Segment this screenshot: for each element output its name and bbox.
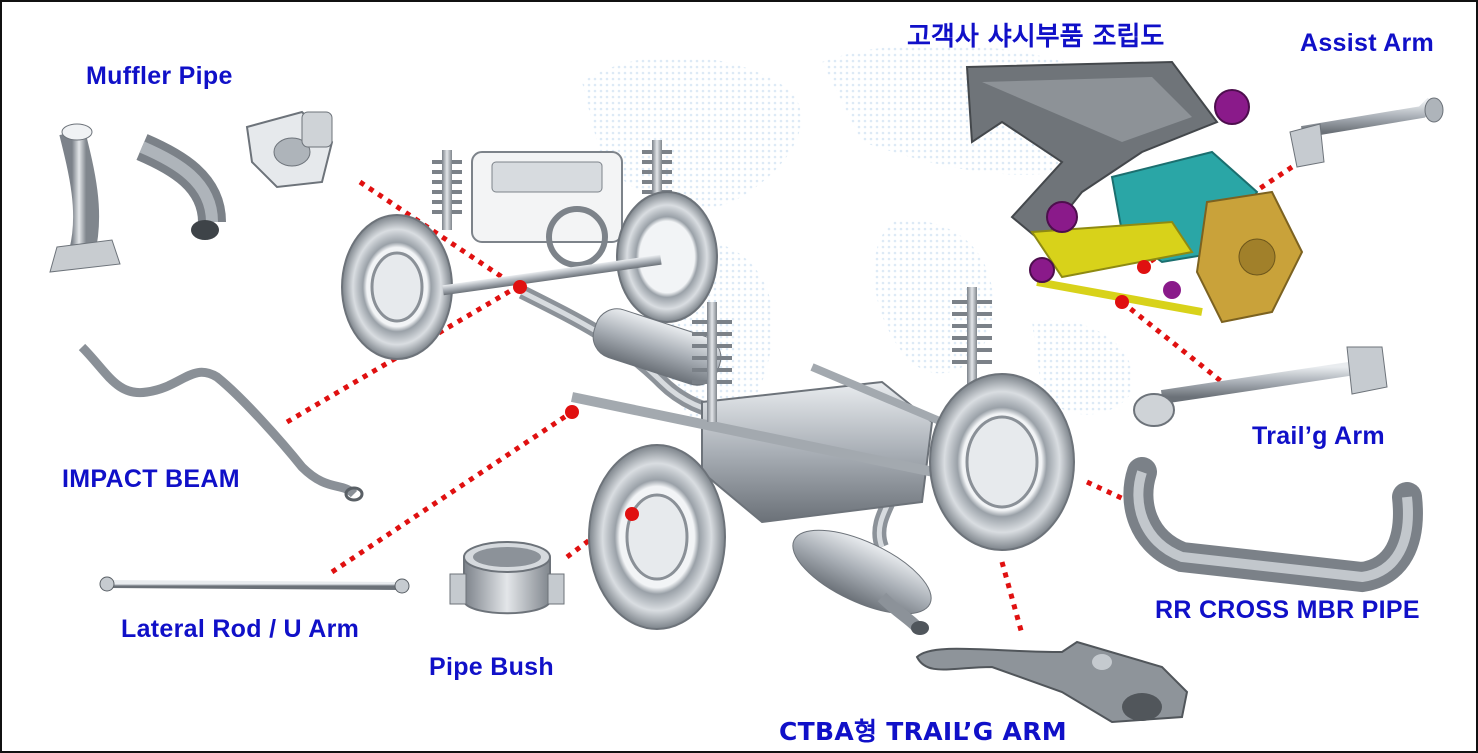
label-pipe-bush: Pipe Bush bbox=[429, 653, 554, 681]
chassis-drawing bbox=[341, 140, 1075, 635]
part-pipe-bush bbox=[449, 541, 565, 615]
part-impact-beam bbox=[78, 343, 364, 502]
part-lateral-rod bbox=[99, 576, 410, 594]
label-assist-arm: Assist Arm bbox=[1300, 29, 1435, 57]
part-ctba-trailing-arm bbox=[915, 640, 1189, 724]
part-muffler-pipe bbox=[49, 110, 334, 273]
subframe-drawing bbox=[965, 60, 1304, 324]
label-ctba-trailing-arm: CTBA형 TRAIL’G ARM bbox=[779, 717, 1067, 746]
label-trailing-arm: Trail’g Arm bbox=[1252, 422, 1385, 450]
label-lateral-rod: Lateral Rod / U Arm bbox=[121, 615, 360, 643]
label-muffler-pipe: Muffler Pipe bbox=[86, 62, 233, 90]
label-impact-beam: IMPACT BEAM bbox=[62, 465, 240, 493]
part-rr-cross-mbr-pipe bbox=[1123, 457, 1423, 593]
part-trailing-arm bbox=[1133, 346, 1388, 427]
diagram-title: 고객사 샤시부품 조립도 bbox=[907, 22, 1165, 52]
part-assist-arm bbox=[1289, 97, 1444, 168]
label-rr-cross-mbr-pipe: RR CROSS MBR PIPE bbox=[1155, 596, 1420, 624]
